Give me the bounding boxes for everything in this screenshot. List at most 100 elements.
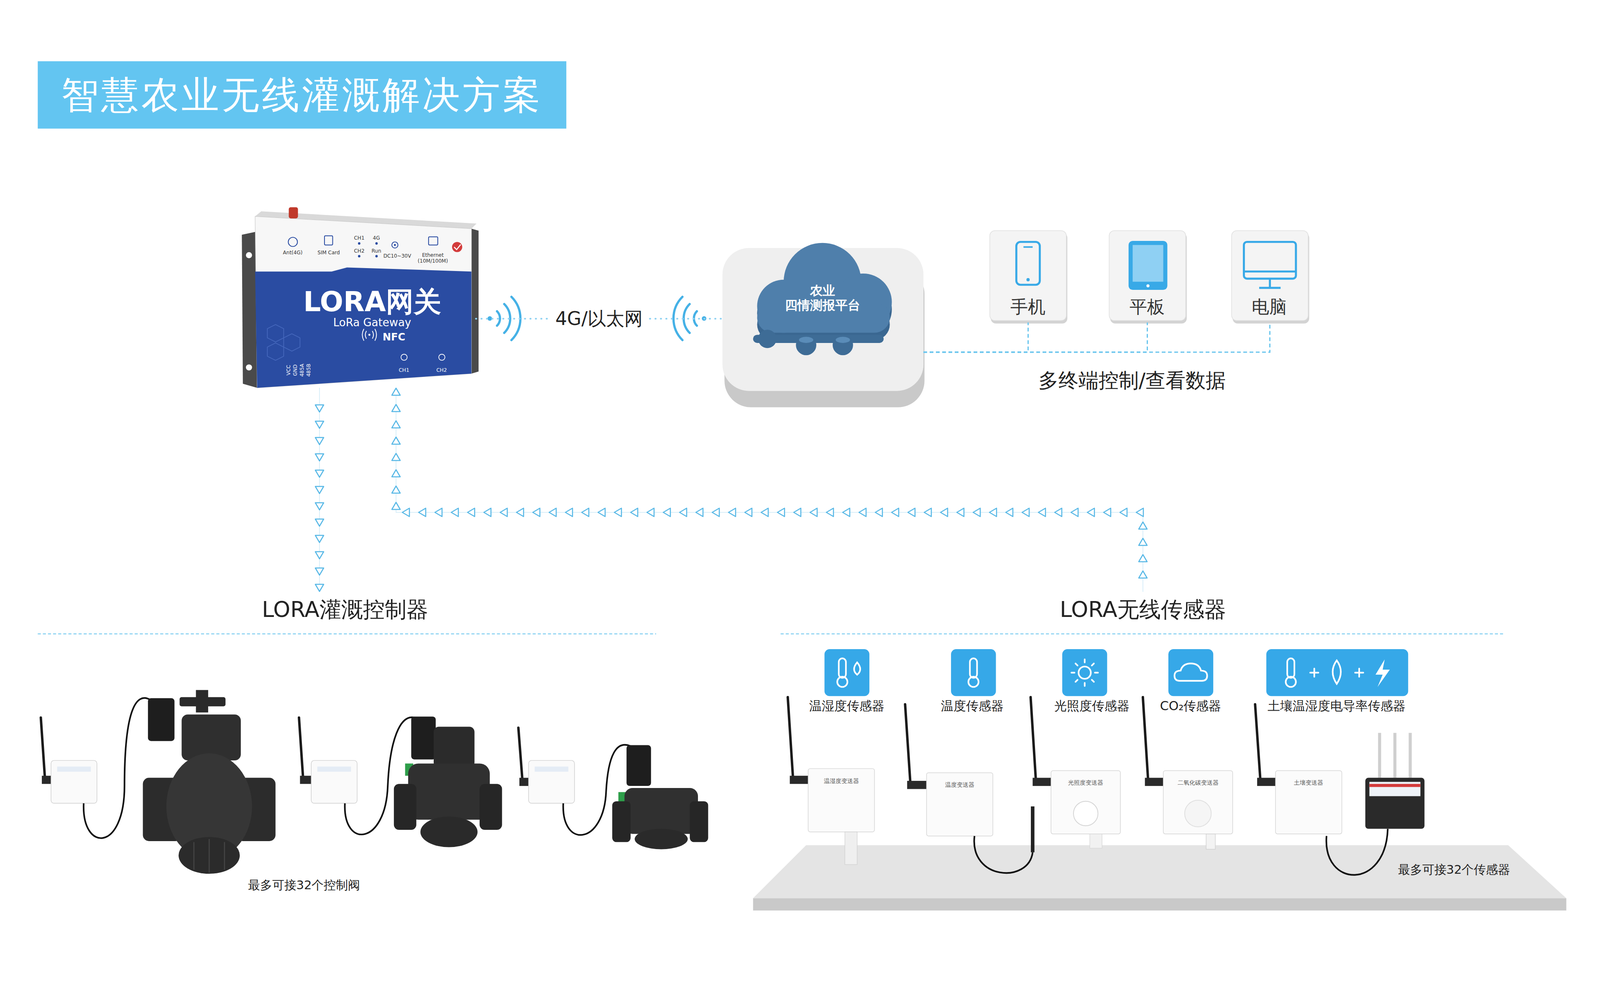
gateway-device: [255, 216, 472, 388]
arrow-chevron: [451, 508, 459, 517]
arrow-chevron: [516, 508, 524, 517]
gateway-device: [372, 331, 374, 339]
device-title: LORA网关: [303, 285, 442, 319]
terminal-icons: [1259, 286, 1281, 289]
sensor-devices: [1184, 800, 1212, 827]
arrow-chevron: [875, 508, 883, 517]
sensor-devices: [1030, 697, 1036, 778]
terminal-boxes: [989, 230, 1067, 321]
led-label: Run: [371, 247, 381, 254]
terminal-label: 手机: [1010, 296, 1046, 318]
sensor-icons: [1354, 668, 1364, 677]
note: 多终端控制/查看数据: [1038, 368, 1226, 393]
sensor-icons: [1071, 659, 1098, 686]
arrow-chevron: [826, 508, 834, 517]
arrow-chevron: [1138, 570, 1148, 578]
gateway-device: [452, 241, 463, 252]
sensor-icons: [950, 649, 996, 696]
sensor-devices: [1369, 781, 1421, 796]
arrow-chevron: [434, 508, 443, 517]
device-label: 二氧化碳变送器: [1177, 779, 1219, 787]
valve-controllers: [634, 828, 688, 850]
arrow-chevron: [810, 508, 818, 517]
sensor-platform: [753, 845, 1567, 911]
arrow-chevron: [712, 508, 720, 517]
valve-controllers: [57, 766, 92, 772]
sensor-section: LORA无线传感器温湿度传感器温湿度变送器温度传感器温度变送器光照度传感器光照度…: [780, 591, 1503, 912]
arrow-chevron: [315, 404, 324, 412]
sensor-devices: [1206, 833, 1216, 850]
valve-controllers: [299, 775, 312, 785]
device-label: 光照度变送器: [1068, 779, 1104, 787]
arrow-chevron: [467, 508, 475, 517]
sensor-name: 温湿度传感器: [809, 698, 885, 714]
arrow-chevron: [891, 508, 899, 517]
arrow-chevron: [315, 535, 324, 543]
wireless-waves: [487, 316, 493, 321]
terminal-icons: [1132, 245, 1163, 282]
arrow-chevron: [679, 508, 687, 517]
sensor-unit: CO₂传感器二氧化碳变送器: [1143, 644, 1238, 833]
arrow-chevron: [1103, 508, 1111, 517]
arrow-chevron: [761, 508, 769, 517]
arrow-chevron: [315, 453, 324, 461]
sensor-devices: [1257, 777, 1276, 787]
connector: [923, 322, 1271, 353]
sensor-devices: [1142, 697, 1148, 778]
arrow-chevron: [1022, 508, 1030, 517]
cloud-platform: [758, 329, 777, 348]
connector: [396, 387, 1143, 592]
terminal-boxes: [1231, 230, 1309, 321]
sensor-devices: [787, 697, 1425, 875]
sensor-devices: [1275, 770, 1342, 834]
sensor-icons: [1287, 658, 1295, 678]
valve-controllers: [518, 727, 523, 781]
arrow-chevron: [315, 567, 324, 576]
arrow-chevron: [500, 508, 508, 517]
sensor-name: 土壤温湿度电导率传感器: [1267, 698, 1406, 714]
valve-controllers: [83, 697, 151, 839]
connector: [923, 322, 1029, 353]
arrow-chevron: [315, 518, 324, 527]
terminal-icons: [1128, 240, 1168, 290]
sensor-unit: 温湿度传感器温湿度变送器: [798, 644, 895, 833]
sensor-icons: [824, 649, 1409, 696]
valve-controllers: [534, 766, 569, 772]
valve-controllers: [41, 775, 52, 785]
title-bar: [37, 61, 567, 129]
section-divider: [780, 633, 1504, 635]
sensor-icons: [1078, 666, 1091, 679]
arrow-chevron: [956, 508, 964, 517]
sensor-icons: [1174, 663, 1207, 681]
gateway-device: [401, 354, 408, 361]
note: 最多可接32个控制阀: [247, 877, 361, 893]
sensor-unit: 光照度传感器光照度变送器: [1044, 644, 1140, 833]
arrow-chevron: [777, 508, 785, 517]
gateway-device: [283, 333, 300, 351]
port-label: SIM Card: [317, 249, 340, 256]
arrow-chevron: [402, 508, 410, 517]
valve-controllers: [208, 838, 210, 873]
arrow-chevron: [391, 502, 401, 510]
valve-controllers: [433, 726, 475, 768]
sensor-devices: [1326, 828, 1388, 875]
antenna-port-label: CH1: [398, 367, 409, 374]
terminal-icons: [1026, 278, 1030, 282]
sensor-devices: [808, 768, 875, 832]
arrow-chevron: [315, 551, 324, 559]
gateway-device: [365, 331, 367, 339]
terminal-icons: [1268, 278, 1271, 288]
valve-controllers: [689, 801, 708, 843]
arrow-chevron: [391, 485, 401, 494]
arrow-chevron: [858, 508, 867, 517]
arrow-chevron: [532, 508, 540, 517]
valve-controllers: [194, 838, 225, 873]
arrow-chevron: [315, 470, 324, 478]
valve-controllers: [317, 766, 352, 772]
gateway-device: [454, 244, 461, 250]
arrow-chevron: [1138, 521, 1148, 530]
cloud-platform: [799, 336, 814, 343]
sensor-unit: 温度传感器温度变送器: [924, 644, 1021, 833]
